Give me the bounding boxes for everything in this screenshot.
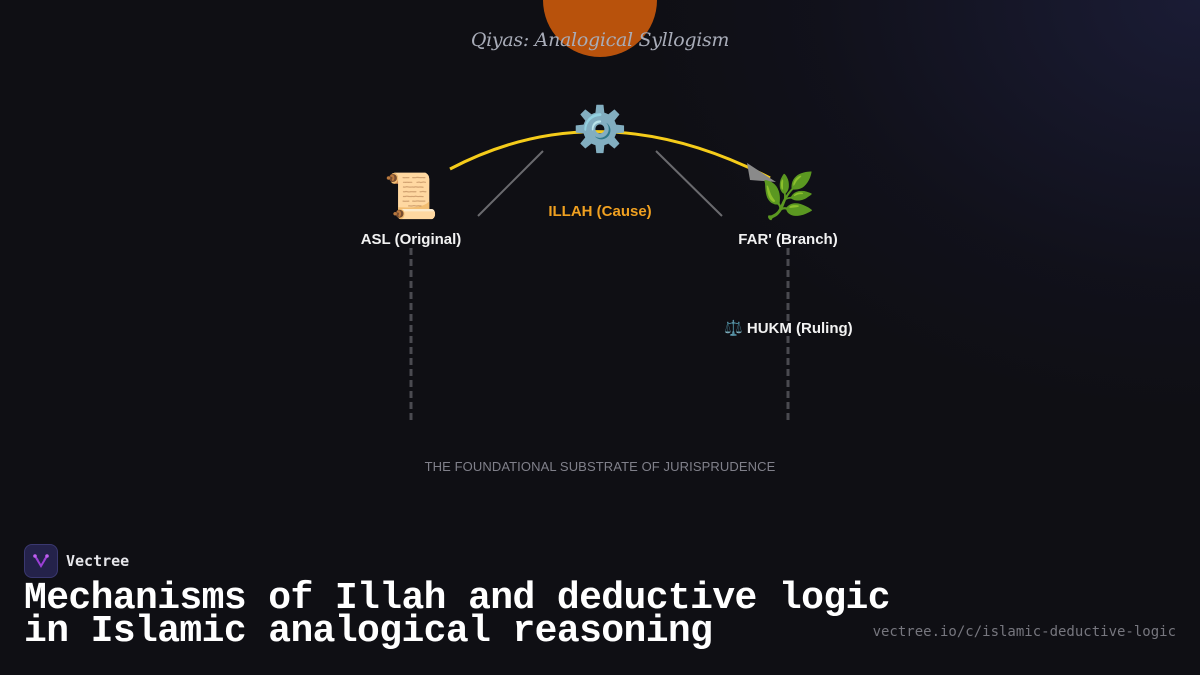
scroll-icon: 📜: [383, 172, 439, 221]
illah-label: ILLAH (Cause): [548, 203, 652, 220]
title-line-2: in Islamic analogical reasoning: [24, 610, 713, 653]
substrate-caption: THE FOUNDATIONAL SUBSTRATE OF JURISPRUDE…: [424, 459, 776, 474]
brand-name: Vectree: [66, 552, 130, 570]
arc-asl-to-far: [449, 130, 771, 180]
asl-label: ASL (Original): [360, 231, 462, 248]
herb-icon: 🌿: [760, 172, 816, 221]
source-url: vectree.io/c/islamic-deductive-logic: [872, 624, 1176, 640]
brand: Vectree: [24, 544, 129, 578]
hukm-label: HUKM (Ruling): [746, 320, 853, 337]
connector-illah-far: [655, 150, 723, 217]
far-label: FAR' (Branch): [738, 231, 838, 248]
title-line-1: Mechanisms of Illah and deductive logic: [24, 577, 891, 620]
vectree-logo-icon: [24, 544, 58, 578]
connector-illah-asl: [477, 150, 544, 217]
gear-icon: ⚙️: [572, 105, 628, 154]
arrowhead-icon: [747, 163, 776, 182]
page-title: Mechanisms of Illah and deductive logic …: [24, 580, 891, 651]
hukm-node: ⚖️ HUKM (Ruling): [724, 319, 853, 337]
scales-icon: ⚖️: [724, 320, 743, 337]
diagram-title: Qiyas: Analogical Syllogism: [470, 29, 730, 51]
